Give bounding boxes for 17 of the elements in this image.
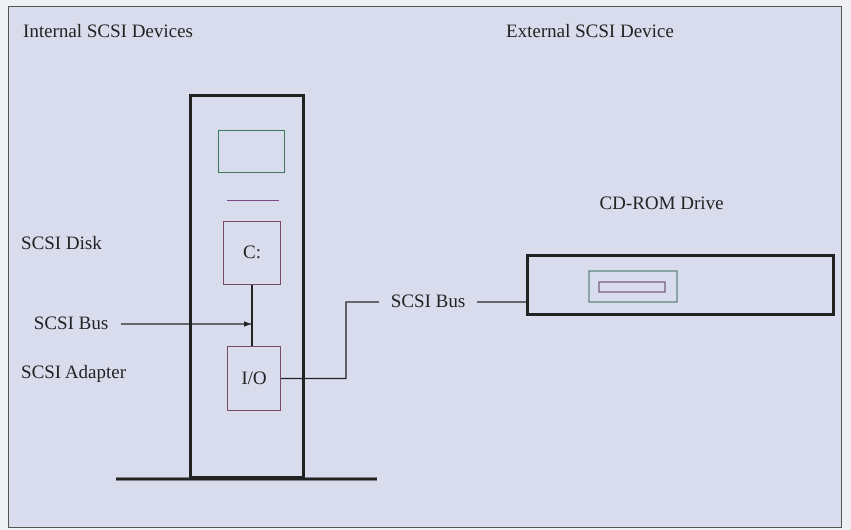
text-label: External SCSI Device [506, 21, 674, 43]
bus-line [251, 285, 252, 346]
computer-tower [189, 94, 305, 479]
component-box [223, 221, 281, 285]
bus-label: SCSI Bus [21, 311, 121, 337]
display-panel [218, 130, 285, 173]
component-box [227, 346, 281, 411]
text-label: SCSI Adapter [21, 362, 126, 384]
drive-heading: CD-ROM Drive [598, 193, 725, 216]
bus-label: SCSI Bus [379, 289, 477, 315]
bus-line [477, 301, 526, 303]
component-label: I/O [241, 368, 267, 390]
bus-line [281, 301, 379, 380]
arrow [121, 321, 251, 327]
text-label: SCSI Disk [21, 233, 102, 255]
text-label: Internal SCSI Devices [23, 21, 193, 43]
component-label: C: [243, 242, 261, 264]
